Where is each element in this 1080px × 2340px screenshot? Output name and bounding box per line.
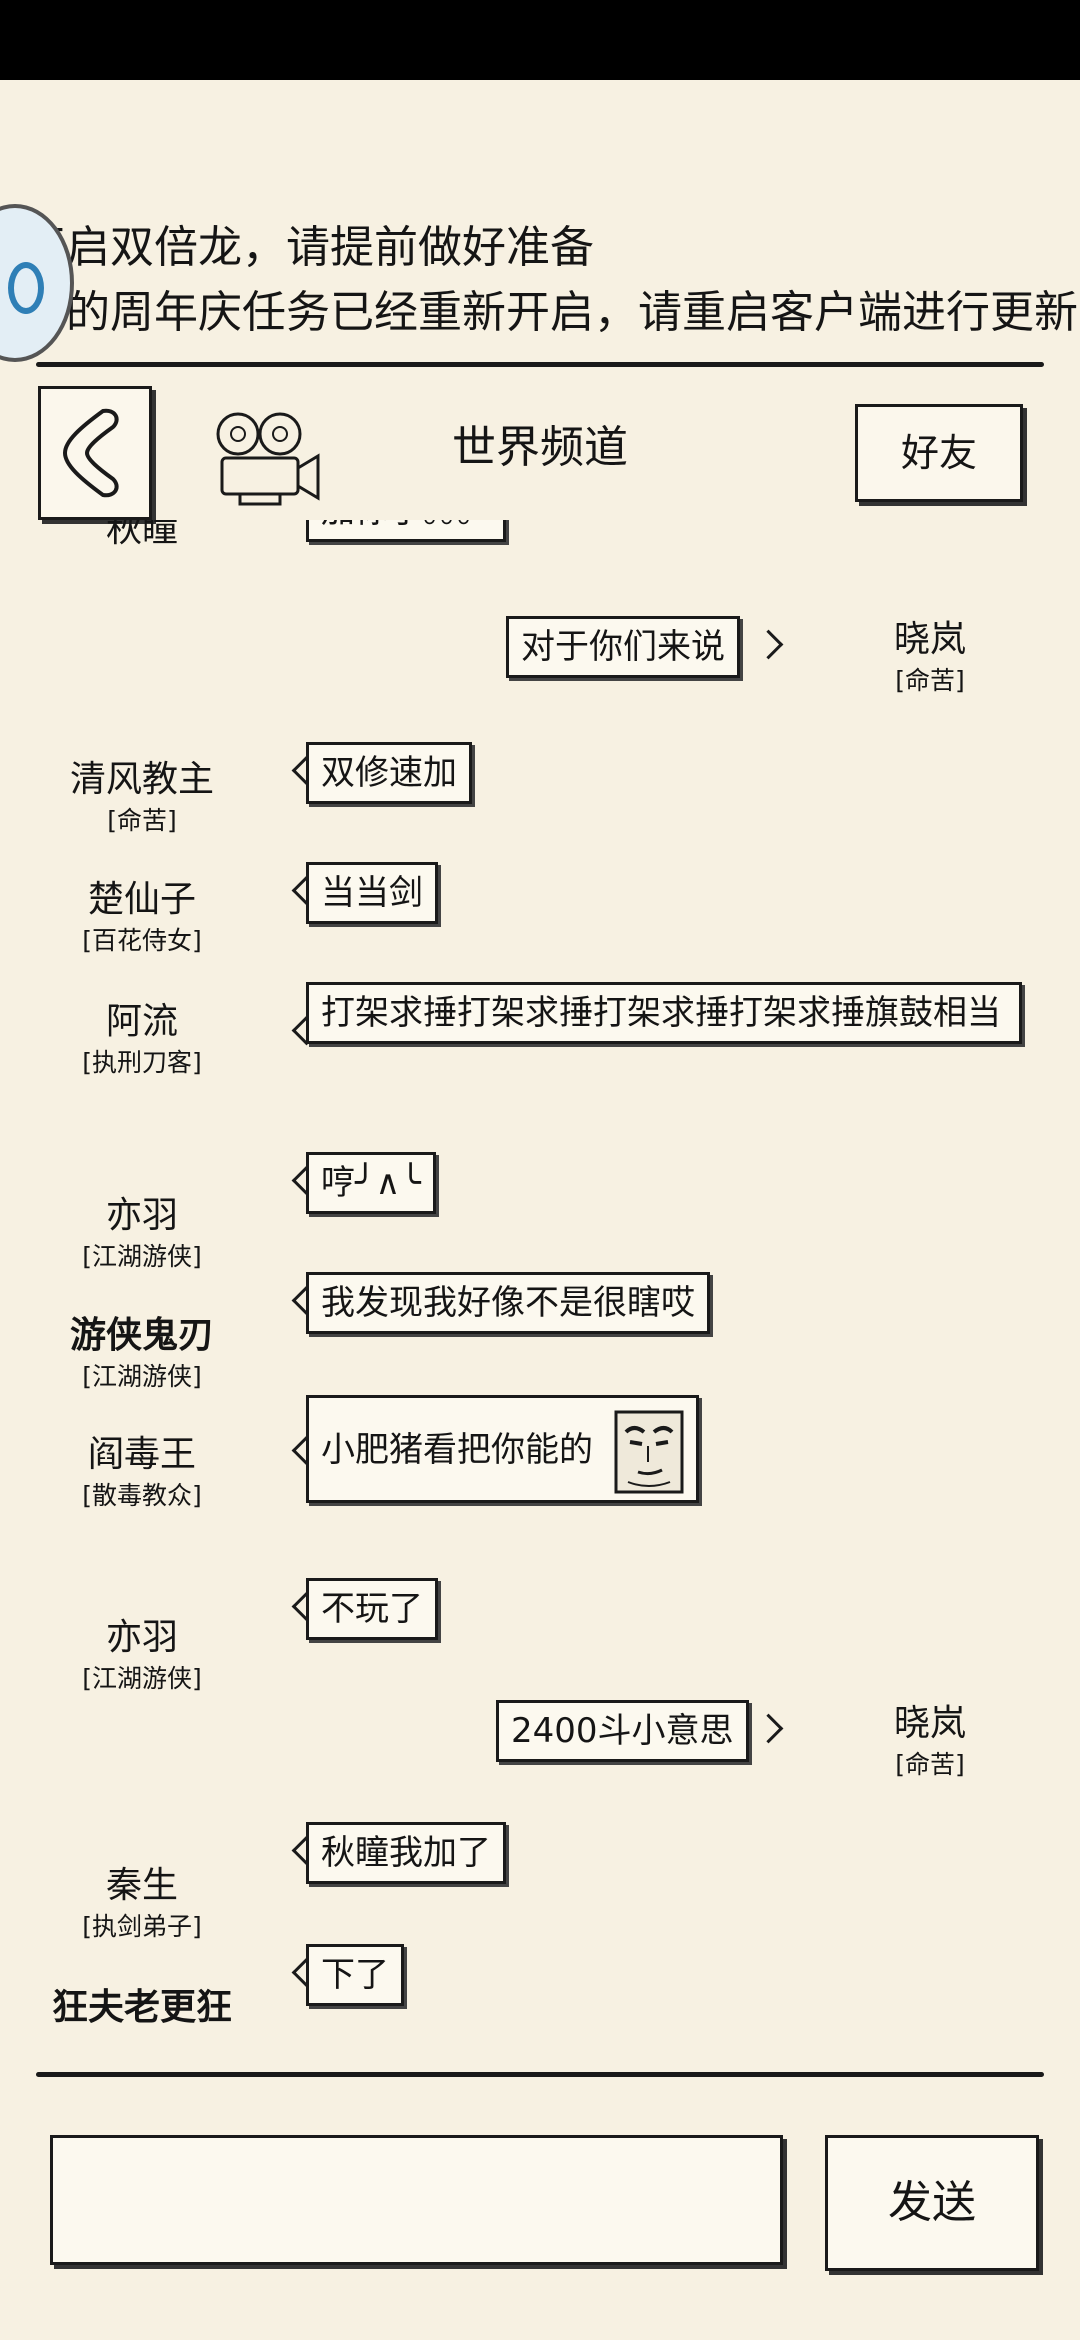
sender-name[interactable]: 阎毒王 bbox=[87, 1434, 196, 1475]
header-divider bbox=[36, 362, 1044, 367]
message-text: 小肥猪看把你能的 bbox=[321, 1430, 593, 1470]
chat-list[interactable]: 秋瞳 加你了。。。 对于你们来说 晓岚 [命苦] 清风教主 [命苦] 双修速加 … bbox=[0, 520, 1080, 2060]
message-bubble: 双修速加 bbox=[306, 742, 472, 804]
message-bubble: 2400斗小意思 bbox=[496, 1700, 749, 1762]
system-notice-1: 天开启双倍龙，请提前做好准备 bbox=[0, 222, 594, 273]
sender-name[interactable]: 亦羽 bbox=[105, 1617, 178, 1658]
bubble-tail bbox=[753, 629, 784, 660]
sender-name[interactable]: 狂夫老更狂 bbox=[51, 1987, 232, 2028]
sender-title: [命苦] bbox=[895, 1750, 965, 1779]
sender-title: [执剑弟子] bbox=[82, 1912, 202, 1941]
message-bubble: 小肥猪看把你能的 bbox=[306, 1395, 699, 1503]
sender-name[interactable]: 晓岚 bbox=[893, 619, 966, 660]
sender-name[interactable]: 清风教主 bbox=[69, 759, 214, 800]
sender-title: [江湖游侠] bbox=[82, 1242, 202, 1271]
sender-title: [江湖游侠] bbox=[82, 1664, 202, 1693]
message-bubble: 秋瞳我加了 bbox=[306, 1822, 506, 1884]
sender-title: [百花侍女] bbox=[82, 926, 202, 955]
message-bubble: 对于你们来说 bbox=[506, 616, 740, 678]
friends-button[interactable]: 好友 bbox=[855, 404, 1023, 502]
back-button[interactable] bbox=[38, 386, 152, 520]
composer-divider bbox=[36, 2072, 1044, 2077]
page-title: 世界频道 bbox=[452, 422, 628, 473]
sender-title: [命苦] bbox=[107, 806, 177, 835]
sender-title: [散毒教众] bbox=[82, 1481, 202, 1510]
sender-name[interactable]: 楚仙子 bbox=[87, 879, 196, 920]
send-button[interactable]: 发送 bbox=[825, 2135, 1039, 2271]
bubble-tail bbox=[753, 1713, 784, 1744]
message-bubble: 打架求捶打架求捶打架求捶打架求捶旗鼓相当 bbox=[306, 982, 1022, 1044]
message-input[interactable] bbox=[50, 2135, 783, 2265]
message-bubble: 我发现我好像不是很瞎哎 bbox=[306, 1272, 710, 1334]
sender-name[interactable]: 秦生 bbox=[105, 1865, 178, 1906]
face-emoji-icon bbox=[614, 1410, 684, 1493]
sender-name[interactable]: 游侠鬼刃 bbox=[69, 1315, 214, 1356]
movie-camera-icon bbox=[216, 412, 320, 506]
sender-title: [命苦] bbox=[895, 666, 965, 695]
message-bubble: 当当剑 bbox=[306, 862, 438, 924]
back-chevron-icon bbox=[62, 408, 119, 498]
message-bubble: 不玩了 bbox=[306, 1578, 438, 1640]
system-notice-2: 时间的周年庆任务已经重新开启，请重启客户端进行更新 bbox=[0, 287, 1078, 338]
sender-name[interactable]: 亦羽 bbox=[105, 1195, 178, 1236]
message-bubble: 哼╯∧╰ bbox=[306, 1152, 436, 1214]
sender-name[interactable]: 晓岚 bbox=[893, 1703, 966, 1744]
sender-title: [江湖游侠] bbox=[82, 1362, 202, 1391]
status-bar bbox=[0, 0, 1080, 80]
message-bubble: 加你了。。。 bbox=[306, 520, 506, 542]
sender-title: [执刑刀客] bbox=[82, 1048, 202, 1077]
sender-name[interactable]: 秋瞳 bbox=[105, 520, 178, 550]
sender-name[interactable]: 阿流 bbox=[105, 1001, 178, 1042]
message-bubble: 下了 bbox=[306, 1944, 404, 2006]
